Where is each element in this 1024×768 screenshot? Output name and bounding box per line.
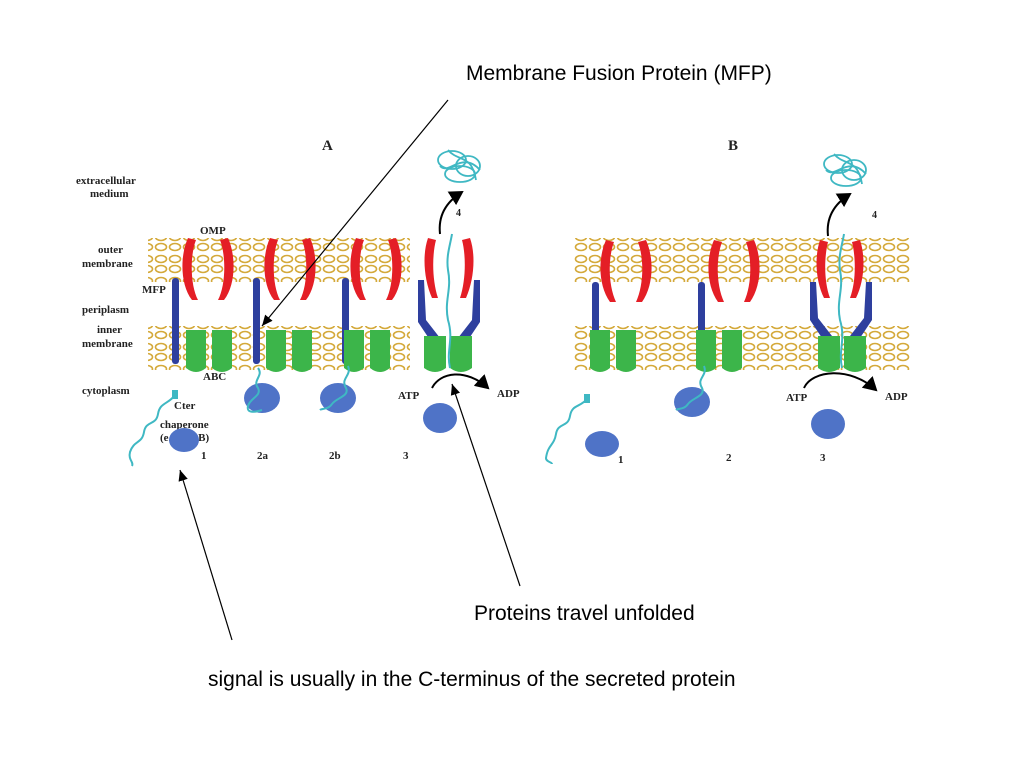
label-inner: inner [97,324,122,336]
chaperone-a1 [169,428,199,452]
panel-b-label: B [728,138,738,154]
atp-arrow-b [803,372,878,392]
peptide-a2b [319,365,350,411]
label-atp-a: ATP [398,390,419,402]
mfp-a2 [253,278,260,364]
label-mfp: MFP [142,284,166,296]
label-periplasm: periplasm [82,304,129,316]
abc-a4 [424,336,472,372]
abc-a2 [266,330,312,372]
pointer-mfp [261,99,449,327]
step-a-2b: 2b [329,450,341,462]
pointer-unfolded [450,383,521,587]
omp-b2 [708,240,760,302]
step-a-3: 3 [403,450,409,462]
step-4-b: 4 [872,210,877,221]
label-omp: OMP [200,225,226,237]
abc-b3 [818,336,866,372]
step-b-1: 1 [618,454,624,466]
step-a-2a: 2a [257,450,269,462]
chaperone-a2a [244,383,280,413]
peptide-a3-channel [445,233,453,369]
omp-a3 [350,238,402,300]
atp-arrow-a [431,373,490,390]
abc-a1 [186,330,232,372]
label-cytoplasm: cytoplasm [82,385,130,397]
step-b-3: 3 [820,452,826,464]
label-adp-b: ADP [885,391,908,403]
label-abc: ABC [203,371,226,383]
omp-a1 [182,238,234,300]
abc-a3 [344,330,390,372]
export-arrow-b [826,192,852,237]
label-extracellular: extracellular [76,175,136,187]
abc-b1 [590,330,636,372]
label-chaperone: chaperone [160,419,209,431]
label-cter: Cter [174,400,195,412]
panel-a-label: A [322,138,333,154]
peptide-a2a [246,367,263,413]
step-a-1: 1 [201,450,207,462]
signal-annotation: signal is usually in the C-terminus of t… [208,668,736,691]
chaperone-b1 [585,431,619,457]
label-inner-membrane: membrane [82,338,133,350]
step-4-a: 4 [456,208,461,219]
export-arrow-a [438,190,464,235]
omp-a2 [264,238,316,300]
abc-b2 [696,330,742,372]
step-b-2: 2 [726,452,732,464]
omp-a4 [424,238,474,298]
pointer-signal [178,469,233,641]
omp-b1 [600,240,652,302]
label-atp-b: ATP [786,392,807,404]
label-medium: medium [90,188,129,200]
label-outer-membrane: membrane [82,258,133,270]
label-outer: outer [98,244,123,256]
chaperone-b3 [811,409,845,439]
peptide-b1 [544,397,589,465]
chaperone-b2 [674,387,710,417]
cter-tag-a1 [172,390,178,399]
unfolded-annotation: Proteins travel unfolded [474,602,695,625]
peptide-b2 [675,365,706,411]
chaperone-a3 [423,403,457,433]
folded-protein-a [437,149,481,183]
omp-b3 [816,240,864,298]
mfp-annotation: Membrane Fusion Protein (MFP) [466,62,772,85]
cter-tag-b1 [584,394,590,403]
label-adp-a: ADP [497,388,520,400]
peptide-b3-channel [837,233,845,369]
folded-protein-b [823,153,867,187]
peptide-a1 [128,393,177,467]
mfp-a1 [172,278,179,364]
